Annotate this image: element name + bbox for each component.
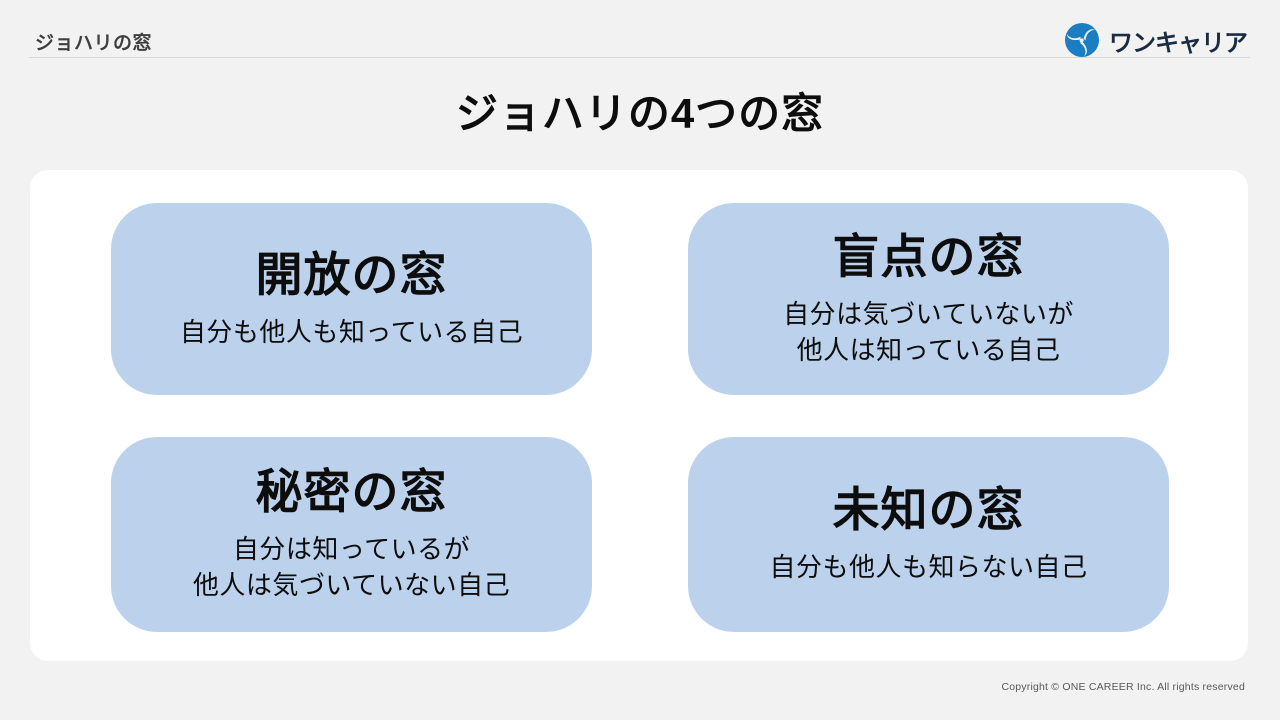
- window-desc-unknown: 自分も他人も知らない自己: [769, 552, 1088, 583]
- slide-title: ジョハリの4つの窓: [455, 90, 825, 137]
- one-career-logo-text: ワンキャリア: [1109, 29, 1248, 57]
- window-box-blind: 盲点の窓 自分は気づいていないが 他人は知っている自己: [688, 203, 1169, 395]
- page-header-title: ジョハリの窓: [35, 33, 153, 54]
- header-divider: [29, 57, 1250, 58]
- window-title-hidden: 秘密の窓: [255, 465, 448, 519]
- one-career-logo: ワンキャリア: [1064, 22, 1248, 58]
- window-box-hidden: 秘密の窓 自分は知っているが 他人は気づいていない自己: [111, 437, 592, 632]
- one-career-swirl-icon: [1065, 23, 1099, 57]
- window-box-open: 開放の窓 自分も他人も知っている自己: [111, 203, 592, 395]
- copyright-text: Copyright © ONE CAREER Inc. All rights r…: [1001, 681, 1245, 693]
- window-box-unknown: 未知の窓 自分も他人も知らない自己: [688, 437, 1169, 632]
- window-title-unknown: 未知の窓: [832, 483, 1025, 537]
- window-title-blind: 盲点の窓: [832, 229, 1025, 283]
- window-desc-hidden: 自分は知っているが 他人は気づいていない自己: [192, 534, 511, 601]
- johari-panel: 開放の窓 自分も他人も知っている自己 盲点の窓 自分は気づいていないが 他人は知…: [30, 170, 1248, 661]
- window-desc-blind: 自分は気づいていないが 他人は知っている自己: [783, 298, 1074, 365]
- window-desc-open: 自分も他人も知っている自己: [179, 316, 524, 347]
- window-title-open: 開放の窓: [255, 247, 448, 301]
